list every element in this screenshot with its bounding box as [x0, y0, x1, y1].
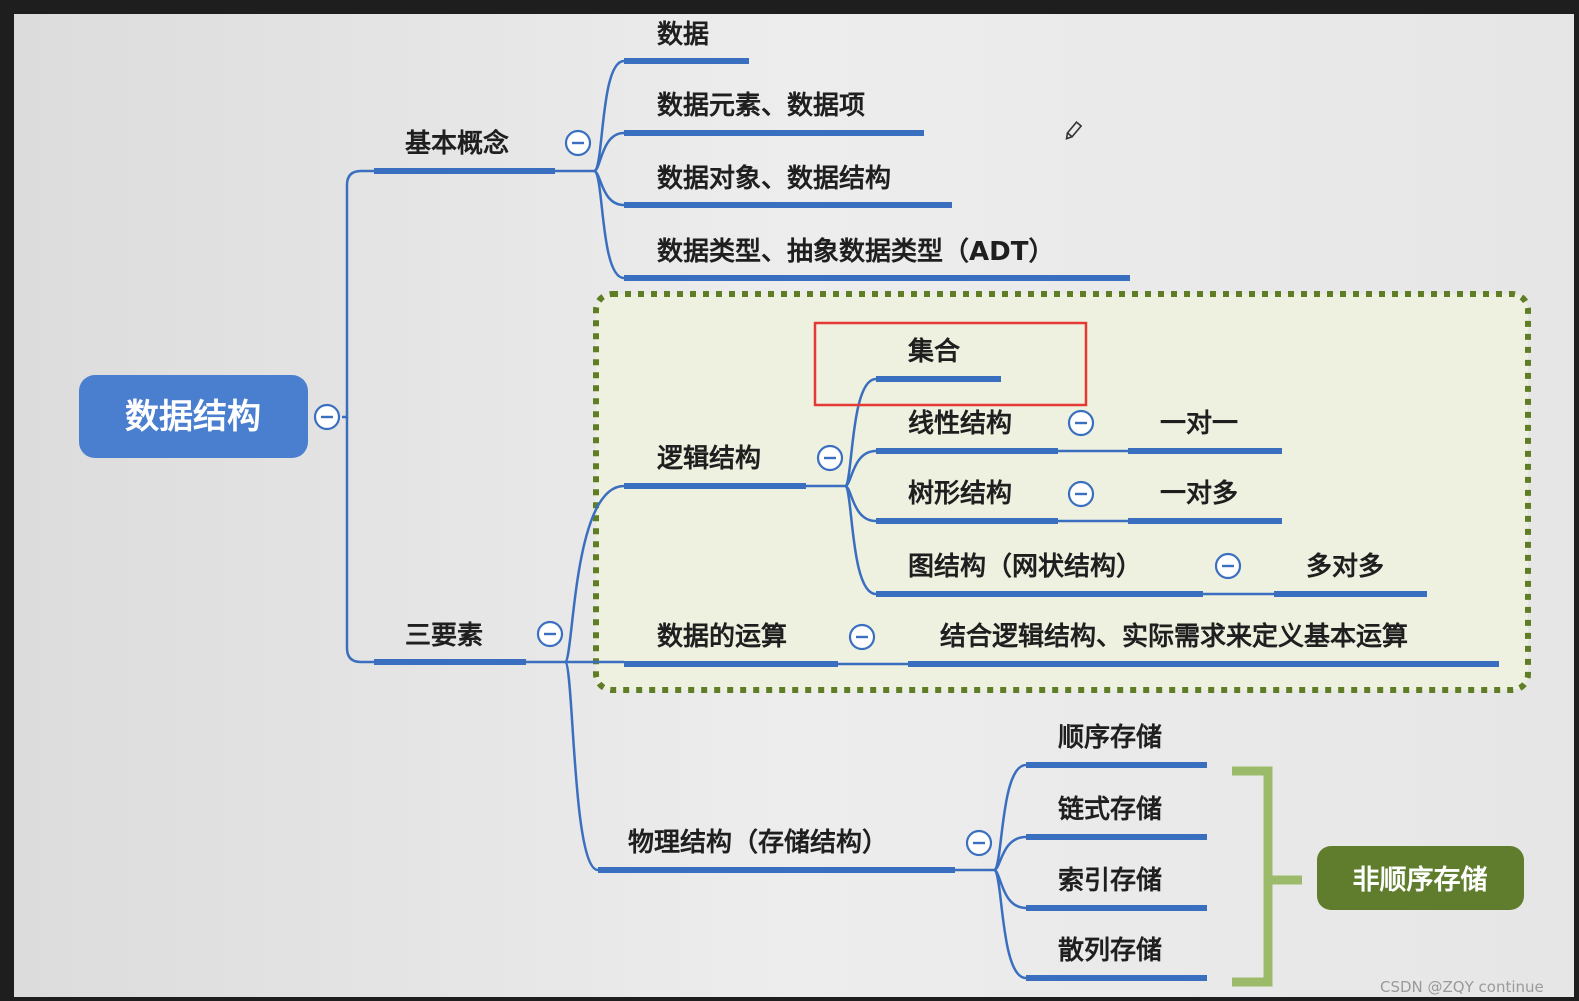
- node-type[interactable]: 数据类型、抽象数据类型（ADT）: [657, 236, 1054, 267]
- node-tree[interactable]: 树形结构: [908, 479, 1012, 509]
- root-node[interactable]: 数据结构: [79, 375, 308, 458]
- node-three[interactable]: 三要素: [405, 621, 483, 651]
- collapse-graph-icon[interactable]: [1214, 552, 1242, 580]
- node-one-one[interactable]: 一对一: [1160, 409, 1238, 439]
- collapse-physical-icon[interactable]: [965, 829, 993, 857]
- tag-box: [1317, 846, 1524, 910]
- node-element[interactable]: 数据元素、数据项: [657, 91, 865, 121]
- pen-cursor-icon: [1065, 121, 1083, 140]
- edge-logic-graph: [843, 484, 877, 596]
- tag-nonseq[interactable]: 非顺序存储: [1317, 846, 1524, 910]
- edge-root-three: [345, 417, 374, 664]
- highlight-box: [813, 321, 1088, 407]
- node-ops[interactable]: 数据的运算: [657, 621, 787, 652]
- node-linked[interactable]: 链式存储: [1058, 794, 1162, 825]
- collapse-three-icon[interactable]: [536, 620, 564, 648]
- watermark: CSDN @ZQY continue: [1380, 978, 1544, 996]
- edge-basic-type: [592, 169, 625, 280]
- node-graph[interactable]: 图结构（网状结构）: [908, 552, 1142, 582]
- node-ops-desc[interactable]: 结合逻辑结构、实际需求来定义基本运算: [940, 621, 1408, 652]
- edge-root-basic: [342, 169, 374, 419]
- node-basic[interactable]: 基本概念: [405, 128, 509, 159]
- edge-logic-linear: [844, 449, 877, 488]
- collapse-tree-icon[interactable]: [1067, 480, 1095, 508]
- edge-three-logic: [526, 484, 625, 664]
- collapse-root-icon[interactable]: [313, 403, 341, 431]
- collapse-basic-icon[interactable]: [564, 129, 592, 157]
- edge-three-physical: [563, 660, 599, 872]
- collapse-linear-icon[interactable]: [1067, 409, 1095, 437]
- node-hash[interactable]: 散列存储: [1058, 935, 1162, 966]
- edge-basic-element: [593, 131, 625, 173]
- root-label: 数据结构: [125, 397, 261, 437]
- node-seq[interactable]: 顺序存储: [1058, 722, 1162, 753]
- collapse-logic-icon[interactable]: [816, 444, 844, 472]
- node-data[interactable]: 数据: [657, 20, 709, 50]
- node-physical[interactable]: 物理结构（存储结构）: [628, 827, 888, 858]
- node-linear[interactable]: 线性结构: [908, 409, 1012, 439]
- node-logic[interactable]: 逻辑结构: [657, 444, 761, 474]
- node-index[interactable]: 索引存储: [1058, 865, 1162, 896]
- node-one-many[interactable]: 一对多: [1160, 479, 1238, 509]
- root-box: [79, 375, 308, 458]
- node-many-many[interactable]: 多对多: [1306, 552, 1384, 582]
- edge-phys-linked: [993, 835, 1027, 872]
- node-object[interactable]: 数据对象、数据结构: [657, 163, 891, 194]
- edge-phys-hash: [992, 868, 1027, 980]
- collapse-ops-icon[interactable]: [848, 623, 876, 651]
- tag-label: 非顺序存储: [1353, 864, 1488, 896]
- node-set[interactable]: 集合: [907, 336, 961, 367]
